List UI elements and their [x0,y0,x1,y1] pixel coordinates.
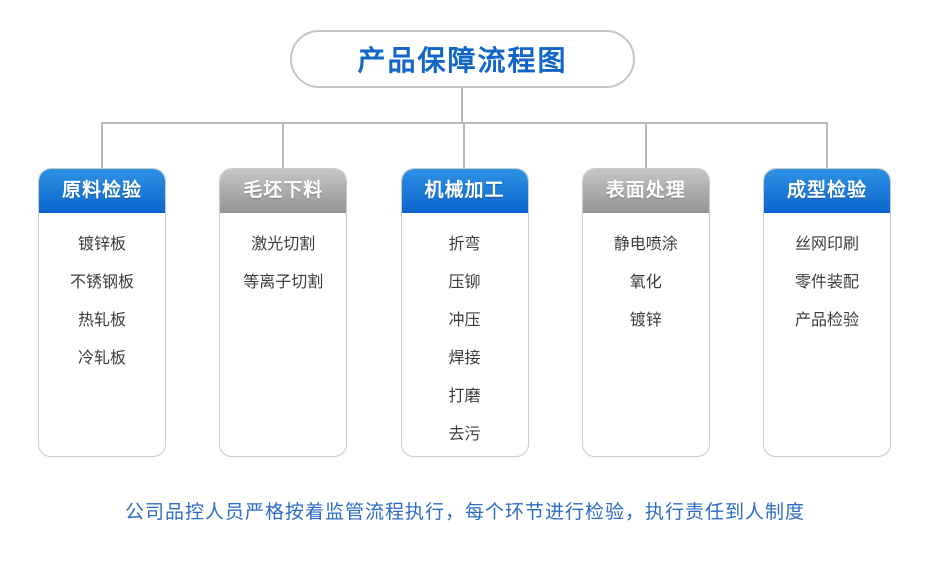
stage-item: 静电喷涂 [613,236,678,253]
stage-item: 激光切割 [251,236,316,253]
stage-header: 原料检验 [39,169,165,213]
connector-drop-1 [101,122,103,170]
stage-header: 机械加工 [401,169,528,213]
stage-item: 镀锌板 [77,236,126,253]
stage-item: 氧化 [629,274,662,291]
connector-drop-3 [463,122,465,170]
stage-columns: 原料检验 镀锌板 不锈钢板 热轧板 冷轧板 毛坯下料 激光切割 等离子切割 机械… [38,168,891,457]
stage-item-list: 镀锌板 不锈钢板 热轧板 冷轧板 [39,213,165,378]
stage-item: 丝网印刷 [794,236,859,253]
stage-item-list: 静电喷涂 氧化 镀锌 [583,213,709,340]
stage-item: 焊接 [448,350,481,367]
stage-card-machining: 机械加工 折弯 压铆 冲压 焊接 打磨 去污 [400,168,529,457]
stage-card-surface-treatment: 表面处理 静电喷涂 氧化 镀锌 [581,168,710,457]
page-title: 产品保障流程图 [357,45,568,76]
stage-item: 去污 [448,426,481,443]
stage-item: 产品检验 [794,312,859,329]
stage-item: 不锈钢板 [69,274,134,291]
stage-header: 成型检验 [764,169,890,213]
stage-item: 热轧板 [77,312,126,329]
footer-note: 公司品控人员严格按着监管流程执行，每个环节进行检验，执行责任到人制度 [124,502,805,523]
stage-item: 等离子切割 [243,274,324,291]
stage-item: 零件装配 [794,274,859,291]
title-box: 产品保障流程图 [290,30,635,88]
stage-item: 冲压 [448,312,481,329]
connector-trunk [461,88,463,124]
stage-item: 冷轧板 [77,350,126,367]
stage-item: 打磨 [448,388,481,405]
stage-card-forming-inspection: 成型检验 丝网印刷 零件装配 产品检验 [763,168,891,457]
stage-card-blank-cutting: 毛坯下料 激光切割 等离子切割 [219,168,348,457]
stage-item: 折弯 [448,236,481,253]
connector-drop-2 [282,122,284,170]
stage-item-list: 激光切割 等离子切割 [220,213,346,302]
stage-item: 镀锌 [629,312,662,329]
stage-item: 压铆 [448,274,481,291]
stage-item-list: 折弯 压铆 冲压 焊接 打磨 去污 [402,213,528,454]
connector-drop-5 [826,122,828,170]
stage-item-list: 丝网印刷 零件装配 产品检验 [764,213,890,340]
connector-drop-4 [645,122,647,170]
stage-card-raw-material-inspection: 原料检验 镀锌板 不锈钢板 热轧板 冷轧板 [38,168,166,457]
stage-header: 毛坯下料 [220,169,347,213]
stage-header: 表面处理 [582,169,709,213]
